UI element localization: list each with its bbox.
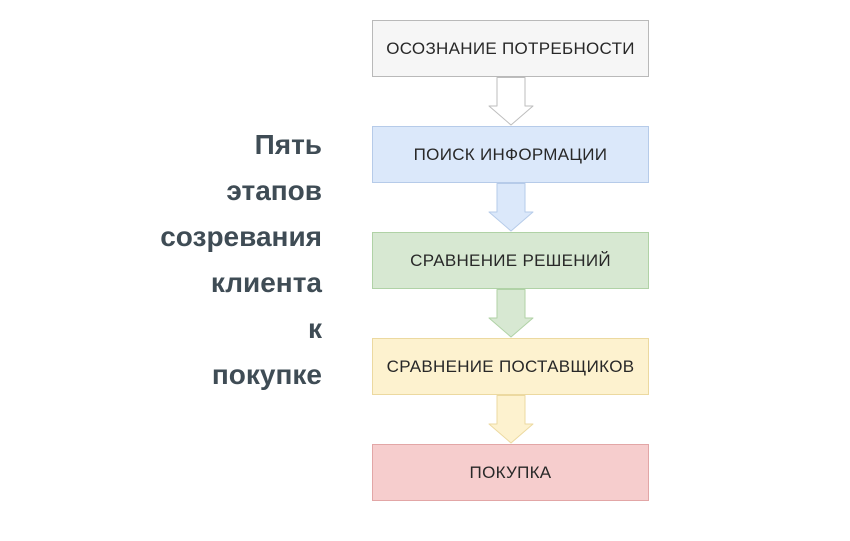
stage-label: ПОКУПКА [469,462,552,482]
title-line: этапов [226,175,322,206]
stage-label: СРАВНЕНИЕ РЕШЕНИЙ [410,250,611,270]
stage-box-2: ПОИСК ИНФОРМАЦИИ [372,126,649,183]
stage-box-4: СРАВНЕНИЕ ПОСТАВЩИКОВ [372,338,649,395]
title-line: покупке [211,359,322,390]
stage-box-3: СРАВНЕНИЕ РЕШЕНИЙ [372,232,649,289]
title-line: к [307,313,322,344]
title-line: клиента [210,267,322,298]
flow-stage: СРАВНЕНИЕ ПОСТАВЩИКОВ [372,338,649,444]
flow-stage: ПОИСК ИНФОРМАЦИИ [372,126,649,232]
down-arrow-icon [488,183,533,232]
down-arrow-icon [488,395,533,444]
title-line: Пять [254,129,322,160]
stage-label: ПОИСК ИНФОРМАЦИИ [413,144,608,164]
title-line: созревания [160,221,322,252]
flow-stage: ПОКУПКА [372,444,649,501]
flow-stage: СРАВНЕНИЕ РЕШЕНИЙ [372,232,649,338]
stage-label: ОСОЗНАНИЕ ПОТРЕБНОСТИ [386,38,635,58]
stage-label: СРАВНЕНИЕ ПОСТАВЩИКОВ [386,356,635,376]
stage-box-1: ОСОЗНАНИЕ ПОТРЕБНОСТИ [372,20,649,77]
flow-diagram: ОСОЗНАНИЕ ПОТРЕБНОСТИ ПОИСК ИНФОРМАЦИИ С… [372,20,649,501]
flow-stage: ОСОЗНАНИЕ ПОТРЕБНОСТИ [372,20,649,126]
stage-box-5: ПОКУПКА [372,444,649,501]
down-arrow-icon [488,289,533,338]
diagram-title: Пять этапов созревания клиента к покупке [92,122,322,398]
down-arrow-icon [488,77,533,126]
